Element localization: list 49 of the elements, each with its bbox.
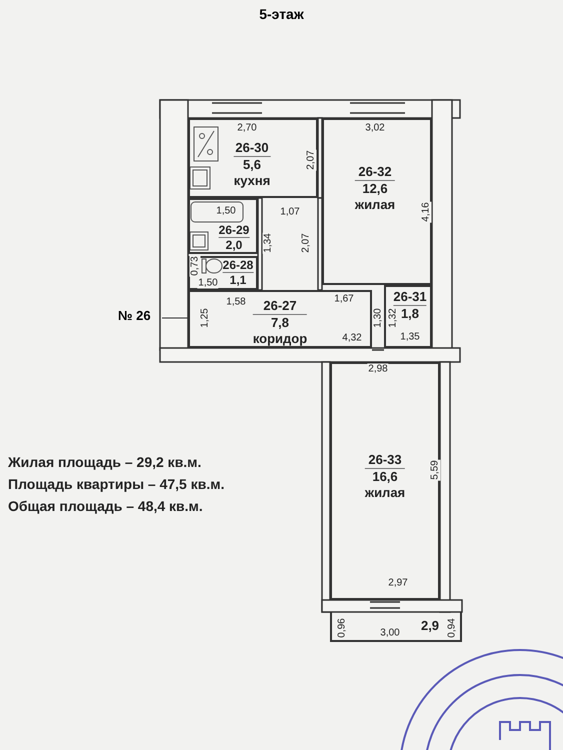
area-summary: Площадь квартиры – 47,5 кв.м. (8, 476, 224, 492)
room-area: 1,1 (222, 273, 254, 287)
dimension-label: 2,98 (367, 364, 389, 374)
dimension-label: 4,32 (341, 332, 363, 344)
dimension-label: 2,07 (300, 232, 312, 254)
dimension-label: 0,94 (446, 617, 458, 639)
room-number: 26-32 (354, 164, 396, 181)
room-area: 2,9 (420, 618, 440, 634)
floor-title: 5-этаж (259, 6, 304, 22)
room-area: 7,8 (252, 315, 308, 331)
dimension-label: 3,00 (379, 628, 401, 638)
room-type: жилая (354, 197, 396, 213)
dimension-label: 5,59 (430, 459, 440, 481)
dimension-label: 0,73 (190, 255, 200, 277)
dimension-label: 1,35 (399, 332, 421, 342)
room-number: 26-28 (222, 258, 254, 273)
room-area: 12,6 (354, 181, 396, 197)
room-type: жилая (364, 485, 406, 501)
room-area: 16,6 (364, 469, 406, 485)
dimension-label: 1,50 (215, 206, 237, 216)
room-number: 26-29 (218, 223, 250, 238)
room-area: 5,6 (234, 157, 270, 173)
area-summary: Общая площадь – 48,4 кв.м. (8, 498, 203, 514)
room-number: 26-31 (393, 289, 427, 306)
dimension-label: 3,02 (364, 122, 386, 134)
dimension-label: 1,25 (200, 307, 210, 329)
dimension-label: 0,96 (336, 617, 348, 639)
apartment-number: № 26 (118, 308, 151, 323)
dimension-label: 1,07 (279, 206, 301, 218)
dimension-label: 1,58 (225, 296, 247, 308)
dimension-label: 1,67 (333, 294, 355, 304)
room-outline (322, 118, 432, 285)
dimension-label: 1,30 (372, 307, 384, 329)
room-number: 26-33 (364, 452, 406, 469)
room-outline (188, 290, 372, 348)
dimension-label: 1,34 (262, 232, 274, 254)
dimension-label: 2,70 (236, 122, 258, 134)
room-type: коридор (252, 331, 308, 347)
room-number: 26-27 (252, 298, 308, 315)
room-outline (330, 362, 440, 600)
room-area: 2,0 (218, 238, 250, 252)
room-outline (188, 118, 318, 198)
area-summary: Жилая площадь – 29,2 кв.м. (8, 454, 202, 470)
dimension-label: 2,97 (387, 578, 409, 588)
dimension-label: 2,07 (306, 149, 316, 171)
dimension-label: 1,50 (197, 278, 219, 288)
room-type: кухня (234, 173, 270, 189)
room-number: 26-30 (234, 140, 270, 157)
dimension-label: 4,16 (420, 201, 432, 223)
